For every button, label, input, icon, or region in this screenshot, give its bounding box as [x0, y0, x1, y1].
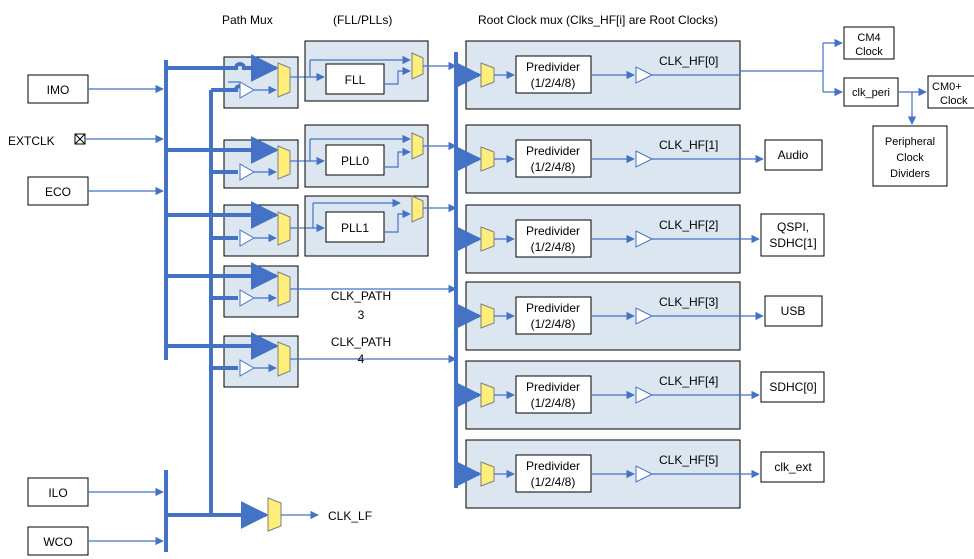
predivider-box — [515, 219, 592, 258]
path-mux-3 — [166, 262, 299, 318]
clk-peri-box: clk_peri — [843, 77, 899, 107]
predivider-box — [515, 55, 592, 94]
ilo-source: ILO — [27, 477, 89, 507]
root-mux — [480, 226, 495, 252]
clk-ext-label: clk_ext — [774, 460, 812, 474]
fll-block: FLL — [304, 40, 457, 102]
root-clock-buffer — [635, 150, 654, 168]
pll0-label: PLL0 — [341, 154, 369, 168]
predivider-label: Predivider — [526, 380, 580, 394]
cm4-clock-box: CM4 Clock — [843, 26, 895, 60]
predivider-label: Predivider — [526, 459, 580, 473]
predivider-label: Predivider — [526, 301, 580, 315]
clk-path-3-index: 3 — [358, 308, 365, 322]
sdhc0-box: SDHC[0] — [760, 371, 825, 403]
predivider-ratio: (1/2/4/8) — [531, 396, 576, 410]
ppd-label-3: Dividers — [890, 168, 930, 180]
clk-lf-mux: CLK_LF — [166, 497, 372, 532]
pll1-block: PLL1 — [304, 195, 457, 257]
root-clock-label-4: CLK_HF[4] — [659, 374, 718, 388]
ppd-label-2: Clock — [896, 152, 924, 164]
clk-path-3-label: CLK_PATH — [331, 289, 391, 303]
path-mux-1 — [166, 136, 305, 189]
extclk-label: EXTCLK — [8, 134, 55, 148]
pll0-block: PLL0 — [304, 124, 457, 188]
eco-label: ECO — [45, 185, 71, 199]
root-clock-label-5: CLK_HF[5] — [659, 453, 718, 467]
predivider-label: Predivider — [526, 144, 580, 158]
cm0-clock-box: CM0+ Clock — [927, 75, 974, 109]
root-clock-row-2: Predivider (1/2/4/8) CLK_HF[2] — [453, 204, 760, 274]
predivider-ratio: (1/2/4/8) — [531, 317, 576, 331]
predivider-ratio: (1/2/4/8) — [531, 76, 576, 90]
audio-box: Audio — [764, 139, 823, 171]
clk-path-4-label: CLK_PATH — [331, 335, 391, 349]
clk-peri-label: clk_peri — [852, 87, 890, 99]
hf0-fanout — [740, 38, 843, 97]
root-mux — [480, 382, 495, 408]
sdhc1-label: SDHC[1] — [769, 236, 816, 250]
path-mux-4 — [166, 332, 299, 388]
predivider-ratio: (1/2/4/8) — [531, 160, 576, 174]
root-mux — [480, 303, 495, 329]
predivider-box — [515, 375, 592, 414]
qspi-label: QSPI, — [777, 220, 809, 234]
wco-source: WCO — [27, 526, 89, 556]
predivider-box — [515, 454, 592, 493]
peripheral-clock-dividers-box: Peripheral Clock Dividers — [872, 125, 948, 187]
root-clock-row-5: Predivider (1/2/4/8) CLK_HF[5] — [453, 439, 760, 509]
extclk-pin: EXTCLK — [8, 133, 86, 148]
clk-lf-label: CLK_LF — [328, 509, 372, 523]
predivider-label: Predivider — [526, 224, 580, 238]
path-mux-2 — [166, 201, 305, 257]
path-mux-header: Path Mux — [222, 13, 273, 27]
fll-plls-header: (FLL/PLLs) — [333, 13, 392, 27]
ilo-label: ILO — [48, 486, 67, 500]
path-mux-0 — [166, 54, 305, 109]
root-clock-row-1: Predivider (1/2/4/8) CLK_HF[1] — [453, 124, 764, 194]
usb-box: USB — [764, 295, 823, 327]
root-clock-label-1: CLK_HF[1] — [659, 138, 718, 152]
root-mux — [480, 146, 495, 172]
root-clock-buffer — [635, 307, 654, 325]
imo-source: IMO — [27, 74, 89, 104]
root-mux — [480, 461, 495, 487]
root-clock-label-2: CLK_HF[2] — [659, 218, 718, 232]
root-clock-buffer — [635, 66, 654, 84]
predivider-box — [515, 139, 592, 178]
cm0-label: CM0+ — [932, 81, 962, 93]
cm0-clock-label: Clock — [940, 95, 968, 107]
audio-label: Audio — [778, 148, 809, 162]
predivider-box — [515, 296, 592, 335]
imo-label: IMO — [47, 83, 70, 97]
predivider-ratio: (1/2/4/8) — [531, 240, 576, 254]
ppd-label-1: Peripheral — [885, 136, 935, 148]
root-clock-buffer — [635, 230, 654, 248]
clk-ext-box: clk_ext — [760, 451, 825, 483]
usb-label: USB — [781, 304, 806, 318]
sdhc0-label: SDHC[0] — [769, 380, 816, 394]
root-clock-buffer — [635, 386, 654, 404]
root-clock-label-3: CLK_HF[3] — [659, 295, 718, 309]
predivider-label: Predivider — [526, 60, 580, 74]
qspi-sdhc1-box: QSPI, SDHC[1] — [760, 213, 825, 257]
cm4-label: CM4 — [857, 32, 880, 44]
fll-label: FLL — [345, 73, 366, 87]
root-clock-mux-header: Root Clock mux (Clks_HF[i] are Root Cloc… — [478, 13, 718, 27]
clk-path-4-index: 4 — [358, 352, 365, 366]
predivider-ratio: (1/2/4/8) — [531, 475, 576, 489]
root-clock-row-3: Predivider (1/2/4/8) CLK_HF[3] — [453, 281, 764, 351]
root-mux — [480, 62, 495, 88]
cm4-clock-label: Clock — [855, 46, 883, 58]
wco-label: WCO — [43, 535, 72, 549]
root-clock-label-0: CLK_HF[0] — [659, 54, 718, 68]
root-clock-buffer — [635, 465, 654, 483]
root-clock-row-4: Predivider (1/2/4/8) CLK_HF[4] — [453, 360, 760, 430]
eco-source: ECO — [27, 176, 89, 206]
pll1-label: PLL1 — [341, 221, 369, 235]
root-clock-row-0: Predivider (1/2/4/8) CLK_HF[0] — [453, 40, 741, 110]
